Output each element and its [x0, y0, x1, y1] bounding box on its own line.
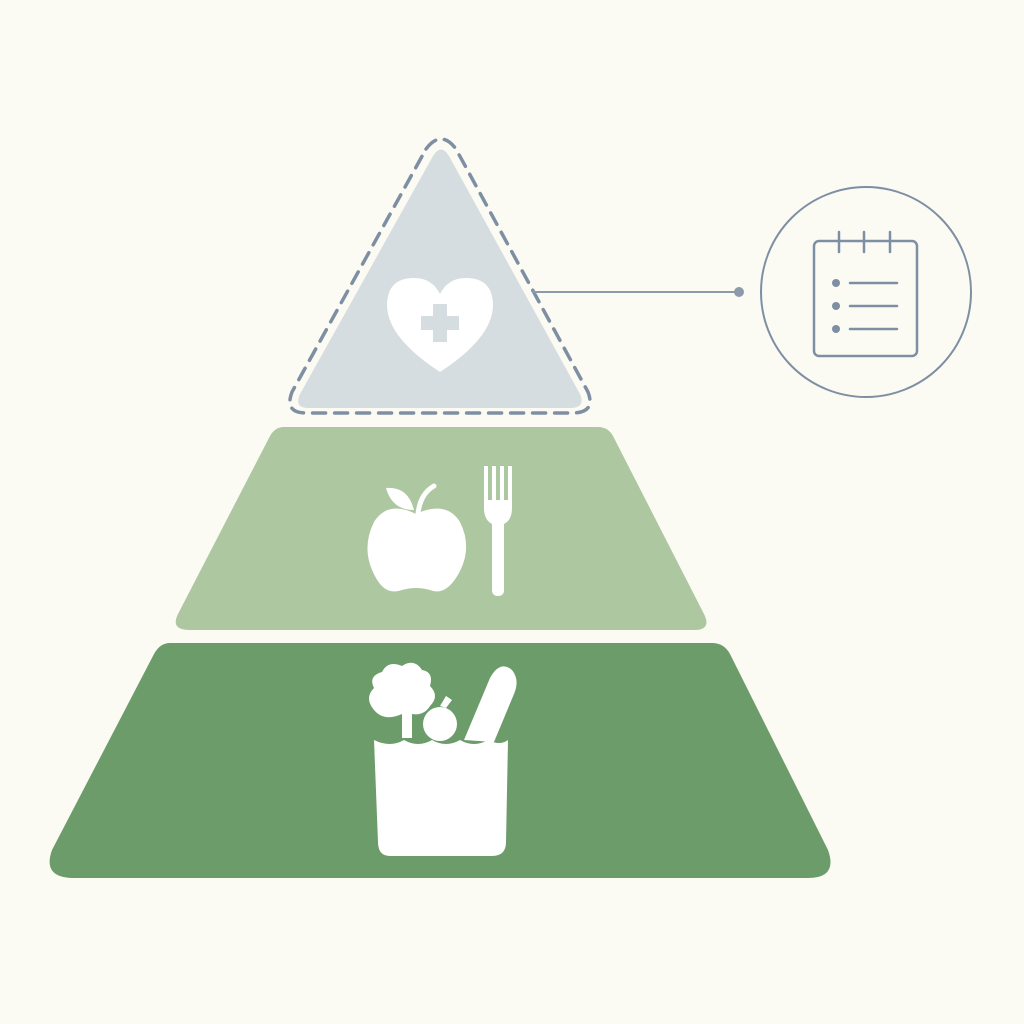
fork-icon	[484, 466, 512, 596]
pyramid-tier-middle	[175, 427, 707, 630]
notepad-callout	[760, 186, 972, 398]
apple-icon	[367, 483, 467, 592]
tier-top-dashed-border	[288, 137, 592, 415]
pyramid-tier-bottom	[49, 643, 831, 878]
callout-connector	[532, 287, 744, 297]
grocery-bag-icon	[369, 662, 517, 856]
notepad-checklist-icon	[812, 230, 919, 358]
pyramid-tier-top	[288, 137, 592, 415]
heart-plus-icon	[387, 278, 493, 372]
tier-top-shape	[298, 149, 582, 408]
callout-circle	[760, 186, 972, 398]
